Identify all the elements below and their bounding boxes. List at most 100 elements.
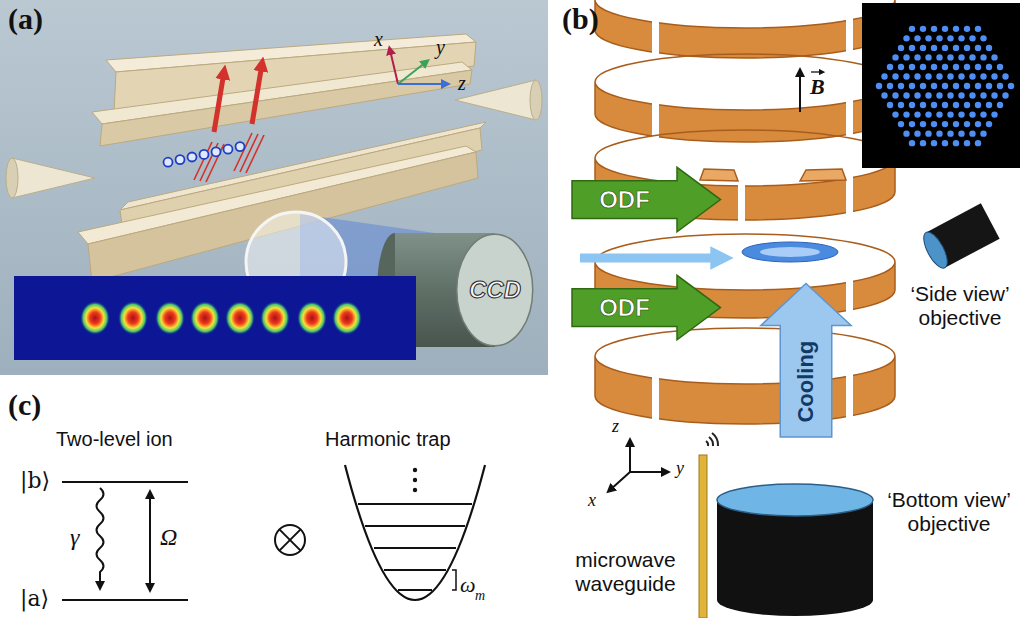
penning-electrode <box>595 54 895 82</box>
crystal-image <box>964 83 970 89</box>
crystal-image <box>903 73 909 79</box>
crystal-image <box>969 35 975 41</box>
side-objective <box>919 229 952 272</box>
penning-electrode <box>846 260 853 320</box>
crystal-image <box>958 130 964 136</box>
frequency-subscript: m <box>475 588 485 604</box>
crystal-image <box>931 45 937 51</box>
crystal-image <box>898 83 904 89</box>
ion-image <box>260 301 290 335</box>
beam-arrow: ODF <box>572 274 722 341</box>
ion-image <box>332 301 362 335</box>
crystal-image <box>958 73 964 79</box>
ion-image <box>80 301 110 335</box>
axis-label: y <box>436 36 445 59</box>
crystal-image <box>909 64 915 70</box>
crystal-image <box>975 83 981 89</box>
endcap-electrode <box>530 80 542 120</box>
tensor-symbol <box>279 529 300 550</box>
energy-level <box>62 599 188 601</box>
crystal-image <box>1002 73 1008 79</box>
crystal-image <box>975 102 981 108</box>
crystal-image <box>1002 92 1008 98</box>
crystal-image <box>931 121 937 127</box>
penning-electrode <box>652 0 659 60</box>
harmonic-well <box>345 465 485 600</box>
penning-electrode <box>846 354 853 426</box>
crystal-image <box>909 83 915 89</box>
frequency-label: ω <box>460 572 476 597</box>
endcap-electrode <box>6 158 18 198</box>
panel-background <box>0 0 548 375</box>
crystal-image <box>958 92 964 98</box>
ion-image <box>297 301 327 335</box>
beam-arrow: Cooling <box>760 282 852 437</box>
state-label: |a⟩ <box>20 586 49 611</box>
node-text: Cooling <box>793 340 818 422</box>
crystal-image <box>980 54 986 60</box>
ion-image <box>14 276 416 360</box>
microwave-waveguide <box>699 433 718 618</box>
crystal-image <box>898 45 904 51</box>
crystal-image <box>862 3 1020 168</box>
ion-crystal <box>760 247 820 257</box>
trapped-ion <box>212 147 221 156</box>
beam-arrow-outline <box>572 168 721 233</box>
axis-label: y <box>676 458 684 479</box>
harmonic-well <box>365 525 465 527</box>
crystal-image <box>958 35 964 41</box>
crystal-image <box>986 102 992 108</box>
crystal-image <box>991 54 997 60</box>
crystal-image <box>876 83 882 89</box>
trapped-ion <box>236 142 245 151</box>
crystal-image <box>887 64 893 70</box>
crystal-image <box>909 26 915 32</box>
crystal-image <box>862 3 1020 168</box>
laser-arrow <box>580 258 722 259</box>
crystal-image <box>920 140 926 146</box>
crystal-image <box>975 26 981 32</box>
crystal-image <box>942 102 948 108</box>
crystal-image <box>969 54 975 60</box>
crystal-image <box>920 45 926 51</box>
crystal-image <box>925 35 931 41</box>
beam-arrow: ODF <box>572 166 722 233</box>
harmonic-well <box>384 569 446 571</box>
energy-level <box>62 481 188 483</box>
harmonic-well <box>398 589 432 591</box>
axis-label: z <box>612 416 619 437</box>
crystal-image <box>980 73 986 79</box>
crystal-image <box>964 102 970 108</box>
crystal-image <box>958 111 964 117</box>
objective-label: ‘Bottom view’ objective <box>878 488 1020 536</box>
harmonic-well <box>413 478 417 482</box>
crystal-image <box>986 45 992 51</box>
crystal-image <box>876 26 1014 147</box>
crystal-image <box>936 111 942 117</box>
penning-electrode <box>595 130 895 158</box>
trapped-ion <box>224 145 233 154</box>
crystal-image <box>920 64 926 70</box>
crystal-image <box>947 35 953 41</box>
penning-electrode <box>595 0 895 426</box>
crystal-image <box>991 92 997 98</box>
crystal-image <box>892 111 898 117</box>
crystal-image <box>953 26 959 32</box>
crystal-image <box>920 102 926 108</box>
harmonic-well <box>345 465 485 600</box>
tensor-symbol <box>279 529 300 550</box>
laser-beam <box>246 135 264 173</box>
crystal-image <box>947 73 953 79</box>
node-text: ODF <box>599 294 650 322</box>
crystal-image <box>931 83 937 89</box>
crystal-image <box>920 121 926 127</box>
crystal-image <box>942 64 948 70</box>
crystal-image <box>925 54 931 60</box>
crystal-image <box>914 111 920 117</box>
crystal-image <box>936 54 942 60</box>
harmonic-well <box>413 488 417 492</box>
crystal-image <box>942 83 948 89</box>
crystal-image <box>969 92 975 98</box>
energy-level <box>62 482 188 600</box>
crystal-image <box>920 26 926 32</box>
